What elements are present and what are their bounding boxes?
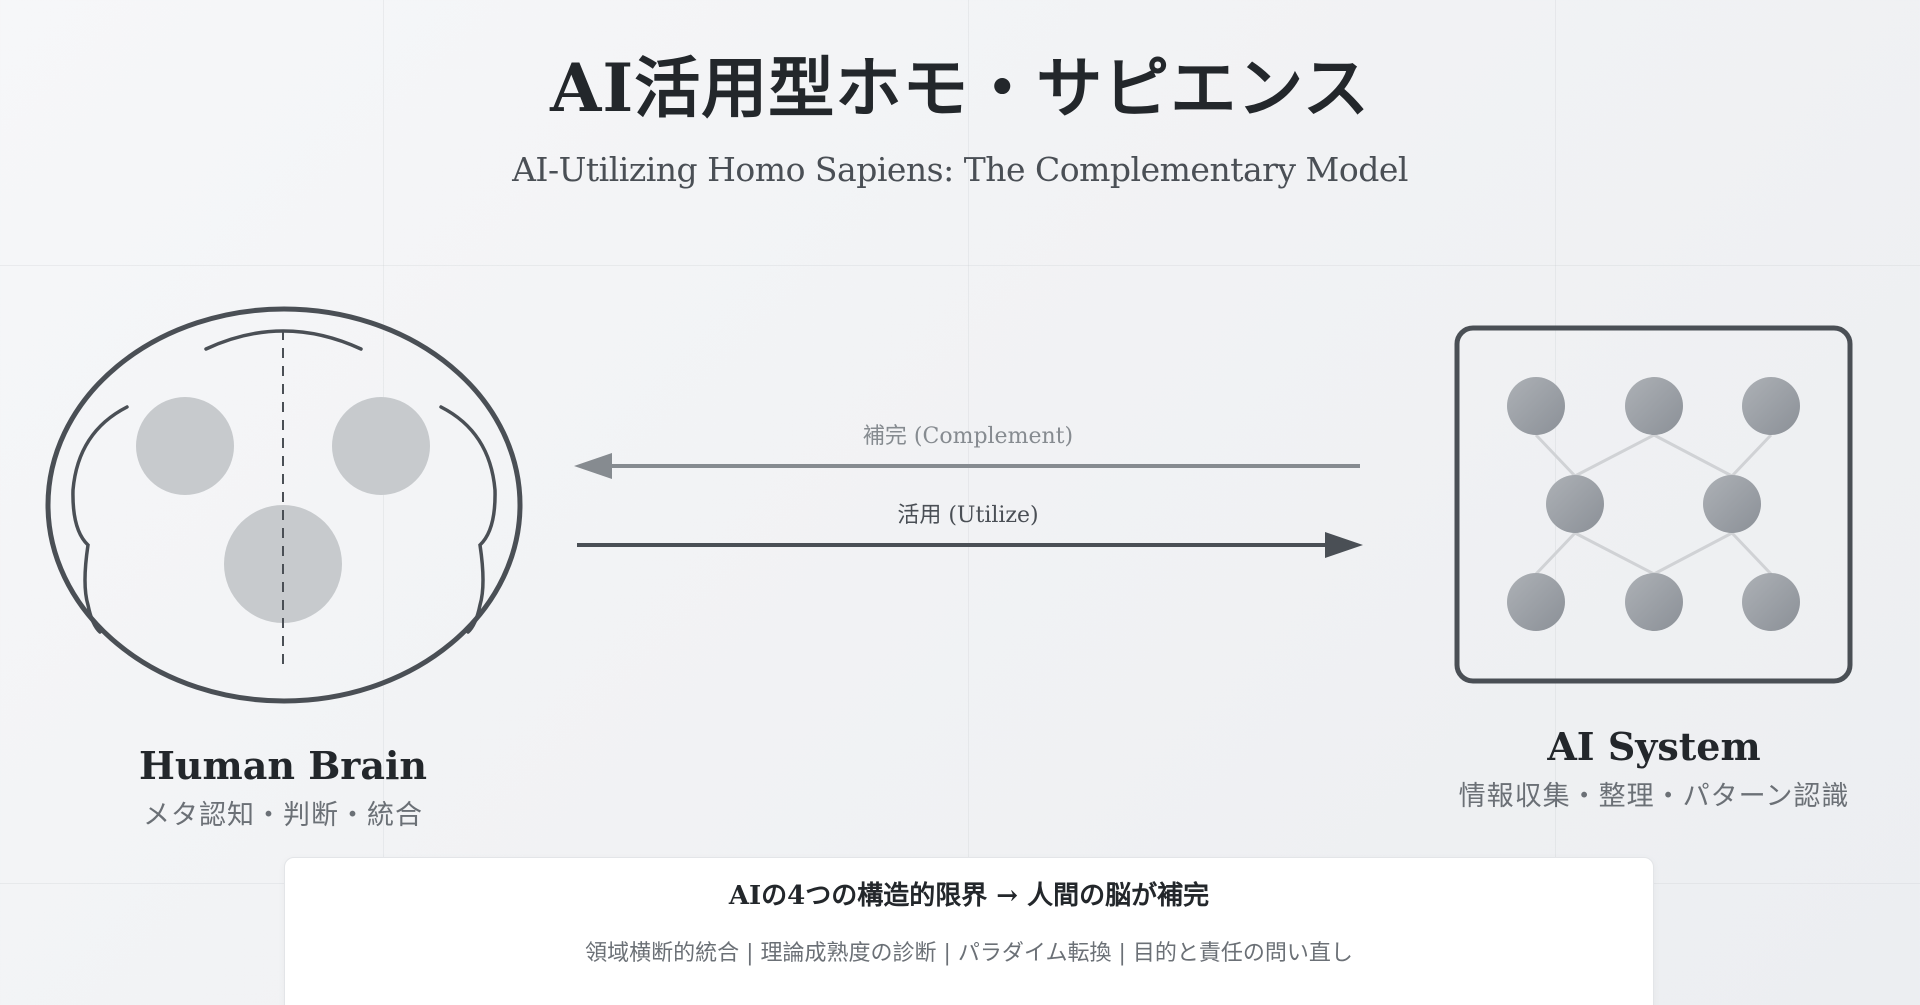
network-node	[1742, 573, 1800, 631]
grid-line	[383, 0, 384, 1005]
limits-title: AIの4つの構造的限界 → 人間の脳が補完	[728, 881, 1210, 911]
network-node	[1742, 377, 1800, 435]
brain-icon	[45, 306, 523, 704]
brain-region-right	[332, 397, 430, 495]
utilize-label: 活用 (Utilize)	[897, 503, 1039, 528]
neural-network-icon	[1454, 325, 1853, 684]
page-title: AI活用型ホモ・サピエンス	[550, 49, 1370, 127]
network-node	[1703, 475, 1761, 533]
network-node	[1625, 573, 1683, 631]
page-subtitle: AI-Utilizing Homo Sapiens: The Complemen…	[512, 150, 1408, 189]
network-node	[1507, 573, 1565, 631]
human-brain-description: メタ認知・判断・統合	[143, 800, 423, 831]
brain-region-left	[136, 397, 234, 495]
ai-system-title: AI System	[1547, 724, 1761, 769]
complement-label: 補完 (Complement)	[862, 424, 1074, 449]
network-node	[1546, 475, 1604, 533]
human-brain-title: Human Brain	[138, 743, 428, 788]
grid-line	[0, 265, 1920, 266]
utilize-arrow	[577, 532, 1363, 558]
network-node	[1507, 377, 1565, 435]
limits-items: 領域横断的統合 | 理論成熟度の診断 | パラダイム転換 | 目的と責任の問い直…	[585, 941, 1353, 966]
ai-system-description: 情報収集・整理・パターン認識	[1458, 781, 1850, 812]
complement-arrow	[574, 453, 1360, 479]
network-node	[1625, 377, 1683, 435]
limits-card: AIの4つの構造的限界 → 人間の脳が補完 領域横断的統合 | 理論成熟度の診断…	[284, 857, 1654, 1005]
grid-line	[968, 0, 969, 1005]
